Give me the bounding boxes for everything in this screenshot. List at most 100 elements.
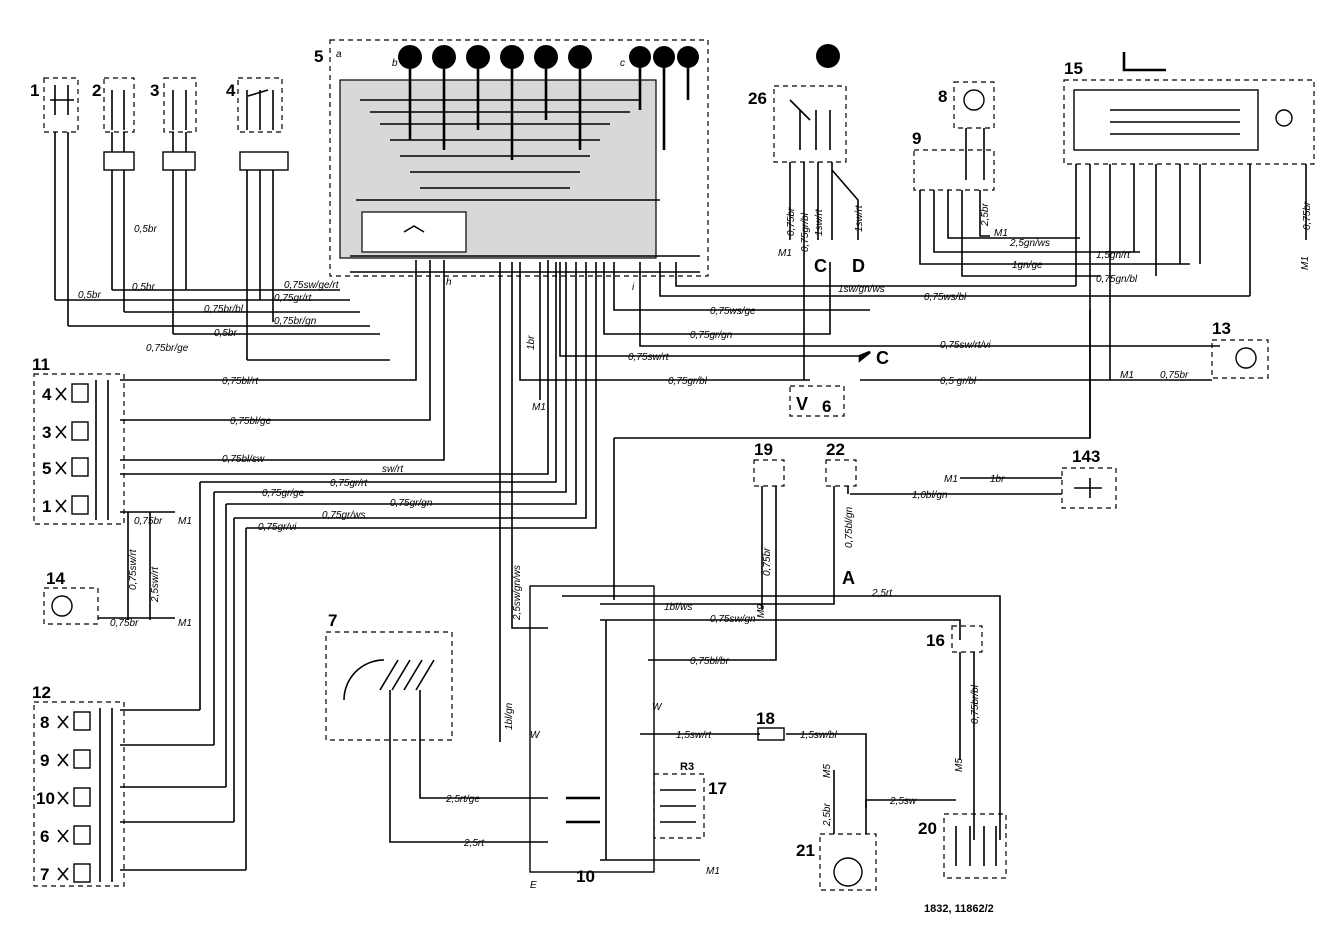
svg-text:0,75bl/gn: 0,75bl/gn [844,506,855,548]
svg-text:2,5rt/ge: 2,5rt/ge [445,794,480,805]
svg-text:0,75br/bl: 0,75br/bl [970,684,981,724]
component-13: 13 M1 0,75br [1110,319,1269,381]
valve-11-b: 3 [42,421,89,442]
component-15: 15 0,75br M1 [1063,52,1315,438]
svg-text:0,75ws/bl: 0,75ws/bl [924,292,967,303]
svg-text:c: c [620,58,625,69]
svg-text:1br: 1br [526,335,537,350]
svg-text:1bl/ws: 1bl/ws [664,602,692,613]
svg-text:1,5gn/rt: 1,5gn/rt [1096,250,1131,261]
svg-text:10: 10 [36,789,55,808]
component-7: 7 [325,611,453,741]
svg-text:0,5br: 0,5br [78,290,101,301]
svg-text:0,75gn/bl: 0,75gn/bl [1096,274,1138,285]
svg-text:M1: M1 [994,228,1008,239]
svg-text:0,75br: 0,75br [786,207,797,236]
svg-text:13: 13 [1212,319,1231,338]
valve-12-d: 6 [40,825,91,846]
svg-text:1sw/gn/ws: 1sw/gn/ws [838,284,885,295]
component-3: 3 [150,77,197,334]
svg-text:0,75gr/rt: 0,75gr/rt [330,478,368,489]
svg-text:8: 8 [938,87,947,106]
component-6: V 6 [789,385,845,417]
svg-text:0,5br: 0,5br [134,224,157,235]
svg-text:21: 21 [796,841,815,860]
svg-text:1sw/rt: 1sw/rt [814,208,825,236]
svg-text:2,5br: 2,5br [980,203,991,227]
component-2: 2 [92,77,135,312]
component-12-valve-block: 12 8 9 10 6 7 [32,683,246,887]
svg-text:12: 12 [32,683,51,702]
svg-text:0,75gr/ge: 0,75gr/ge [262,488,305,499]
svg-text:W: W [652,702,663,713]
component-17: 17 R3 [653,761,727,839]
svg-text:0,75br/ge: 0,75br/ge [146,343,189,354]
svg-text:C: C [814,256,827,276]
svg-text:W: W [530,730,541,741]
svg-text:0,75sw/rt/vi: 0,75sw/rt/vi [940,340,991,351]
component-21: 21 2,5br M5 2,5sw [796,764,956,891]
svg-text:1br: 1br [990,474,1005,485]
svg-text:11: 11 [32,355,50,374]
svg-text:M5: M5 [822,764,833,778]
svg-text:V: V [796,394,808,414]
svg-text:2: 2 [92,81,101,100]
component-10-connector: 10 W W E 2,5rt 1bl/ws 0,75sw/gn 0,75bl/b… [389,585,1001,891]
svg-text:8: 8 [40,713,49,732]
wires-left-top: 0,5br 0,5br 0,75br/bl 0,75br/gn 0,5br 0,… [55,224,390,361]
svg-text:1,5sw/rt: 1,5sw/rt [676,730,712,741]
svg-text:1,5sw/bl: 1,5sw/bl [800,730,837,741]
svg-text:5: 5 [42,459,51,478]
svg-text:18: 18 [756,709,775,728]
svg-text:4: 4 [42,385,52,404]
svg-text:i: i [632,282,635,293]
svg-text:M9: M9 [756,604,767,618]
svg-text:sw/rt: sw/rt [382,464,404,475]
component-16: 16 0,75br/bl M5 [926,625,983,840]
component-20: 20 [918,813,1007,879]
valve-11-c: 5 [42,457,89,478]
component-143: 143 M1 1br 1,0bl/gn [850,447,1117,509]
component-5-control-unit: 5 a b c h i [314,39,709,293]
svg-text:143: 143 [1072,447,1100,466]
valve-12-b: 9 [40,749,91,770]
svg-text:10: 10 [576,867,595,886]
svg-text:0,5br: 0,5br [132,282,155,293]
svg-text:C: C [876,348,889,368]
component-4: 4 [226,77,289,360]
svg-text:0,75gr/gn: 0,75gr/gn [690,330,733,341]
svg-text:h: h [446,277,452,288]
svg-text:7: 7 [40,865,49,884]
svg-text:5: 5 [314,47,323,66]
svg-text:R3: R3 [680,761,694,773]
diagram-reference-code: 1832, 11862/2 [924,903,994,915]
svg-text:E: E [530,880,537,891]
svg-text:20: 20 [918,819,937,838]
component-8: 8 [938,81,995,180]
component-9: 9 2,5br M1 2,5gn/ws 1,5gn/rt 1gn/ge 0,75… [912,129,1190,285]
valve-12-a: 8 [40,711,91,732]
svg-text:19: 19 [754,440,773,459]
svg-text:0,75bl/ge: 0,75bl/ge [230,416,272,427]
valve-11-a: 4 [42,383,89,404]
component-1: 1 [30,77,79,326]
svg-text:0,75br: 0,75br [134,516,163,527]
svg-text:0,5 gr/bl: 0,5 gr/bl [940,376,977,387]
svg-text:0,75br: 0,75br [110,618,139,629]
svg-text:9: 9 [912,129,921,148]
component-14: 14 0,75br M1 [43,569,192,629]
svg-text:6: 6 [822,397,831,416]
svg-text:0,75br: 0,75br [762,547,773,576]
svg-text:26: 26 [748,89,767,108]
svg-text:15: 15 [1064,59,1083,78]
svg-text:1,0bl/gn: 1,0bl/gn [912,490,948,501]
svg-text:0,75br: 0,75br [1302,201,1313,230]
svg-text:0,75bl/rt: 0,75bl/rt [222,376,259,387]
svg-text:2,5sw/gn/ws: 2,5sw/gn/ws [512,565,523,621]
svg-text:0,75sw/rt: 0,75sw/rt [128,548,139,590]
svg-text:0,75gr/ws: 0,75gr/ws [322,510,365,521]
svg-text:2,5sw: 2,5sw [889,796,917,807]
component-18: 18 [756,709,785,741]
svg-text:2,5sw/rt: 2,5sw/rt [150,566,161,603]
